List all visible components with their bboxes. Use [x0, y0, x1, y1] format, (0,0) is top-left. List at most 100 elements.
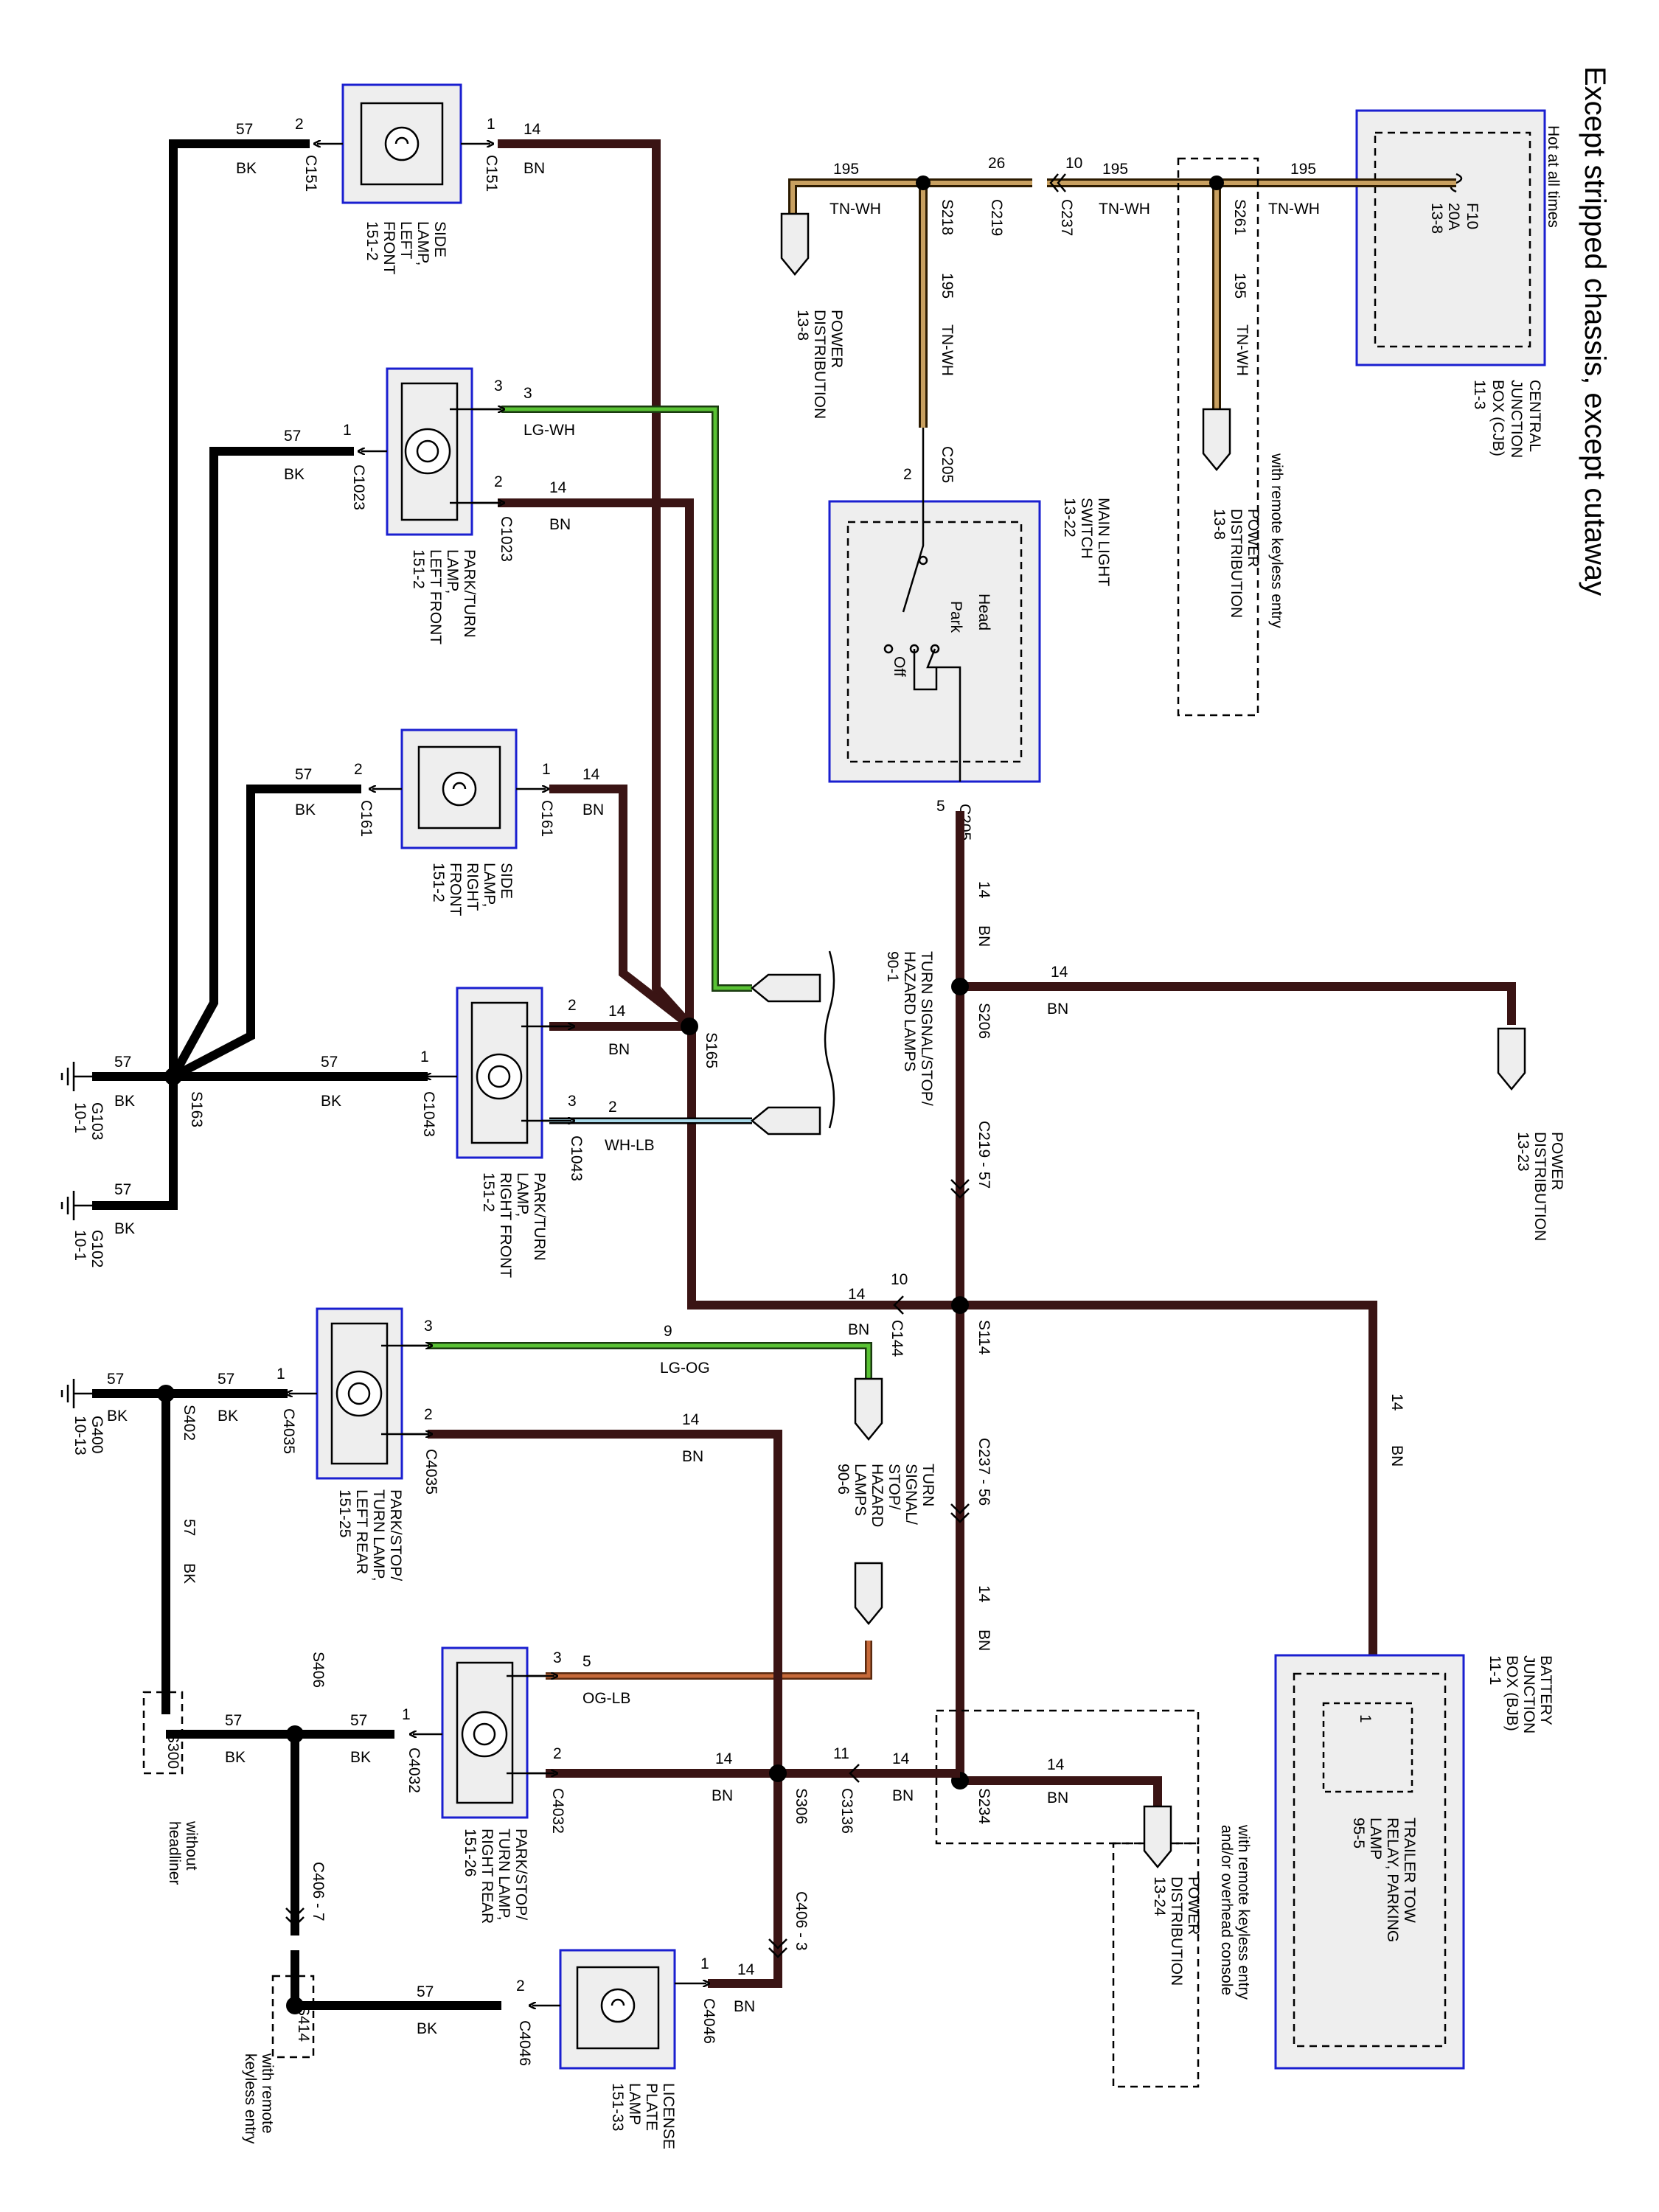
svg-text:3: 3 [568, 1093, 577, 1110]
svg-text:BK: BK [295, 801, 316, 818]
svg-text:57: 57 [295, 766, 312, 783]
svg-text:14: 14 [582, 766, 600, 783]
ground-icon [60, 1379, 92, 1408]
svg-text:5: 5 [582, 1653, 591, 1670]
svg-text:PARK/STOP/: PARK/STOP/ [387, 1489, 404, 1581]
svg-text:JUNCTION: JUNCTION [1520, 1655, 1537, 1733]
svg-text:14: 14 [975, 1585, 992, 1603]
splice-s406: S406 [310, 1652, 327, 1688]
svg-text:14: 14 [892, 1750, 910, 1767]
svg-text:HAZARD LAMPS: HAZARD LAMPS [901, 951, 918, 1071]
svg-text:with remote: with remote [259, 2053, 276, 2134]
svg-text:BK: BK [350, 1749, 371, 1766]
cjb-label-line4: 11-3 [1471, 380, 1488, 409]
connector-c1043: C1043 [568, 1135, 585, 1181]
svg-text:57: 57 [225, 1712, 242, 1729]
svg-text:14: 14 [1388, 1394, 1405, 1411]
svg-text:PARK/TURN: PARK/TURN [531, 1172, 548, 1261]
tn-wh-circuit-195: 195 TN-WH 195 TN-WH 195 TN-WH 10 26 C237… [788, 155, 1456, 428]
svg-text:57: 57 [417, 1983, 434, 2000]
connector-c3136: C3136 [838, 1788, 855, 1834]
fuse-rating: 20A [1445, 203, 1462, 230]
svg-text:BN: BN [582, 801, 604, 818]
svg-text:151-25: 151-25 [336, 1489, 353, 1537]
park-stop-turn-lamp-left-rear: 1 3 2 C4035 C4035 PARK/STOP/ TURN LAMP, … [276, 1307, 439, 1581]
wire-color: TN-WH [1234, 324, 1251, 376]
ground-g102: G102 [88, 1230, 105, 1267]
svg-text:3: 3 [524, 385, 532, 402]
svg-text:keyless entry: keyless entry [242, 2053, 259, 2144]
svg-text:SIDE: SIDE [498, 863, 515, 899]
lg-wh-circuit-3: 3 LG-WH [501, 385, 752, 992]
battery-junction-box: 1 TRAILER TOW RELAY, PARKING LAMP 95-5 B… [1274, 1654, 1554, 2070]
svg-text:LG-OG: LG-OG [660, 1360, 710, 1377]
svg-text:13-8: 13-8 [794, 310, 811, 341]
switch-off: Off [891, 656, 908, 677]
svg-text:TURN LAMP,: TURN LAMP, [495, 1829, 512, 1920]
svg-text:RIGHT: RIGHT [464, 863, 481, 911]
power-distribution-13-8-ref: POWER DISTRIBUTION 13-8 [780, 212, 845, 419]
svg-text:14: 14 [608, 1003, 626, 1020]
svg-text:OG-LB: OG-LB [582, 1690, 630, 1707]
svg-text:14: 14 [1047, 1756, 1065, 1773]
svg-text:DISTRIBUTION: DISTRIBUTION [1168, 1877, 1185, 1986]
svg-text:MAIN LIGHT: MAIN LIGHT [1095, 498, 1112, 586]
connector-c4032: C4032 [549, 1788, 566, 1834]
svg-text:LG-WH: LG-WH [524, 422, 575, 439]
wire-color: TN-WH [830, 201, 881, 218]
svg-text:2: 2 [295, 116, 304, 133]
connector-c219-57: C219 - 57 [975, 1121, 992, 1189]
connector-c237: C237 [1058, 199, 1075, 236]
front-bn-feeds: 14 BN 14 BN 14 BN 14 BN S165 14 BN 10 C1… [498, 121, 908, 1357]
svg-text:BK: BK [107, 1408, 128, 1425]
connector-c406-3: C406 - 3 [793, 1891, 810, 1951]
svg-text:57: 57 [218, 1371, 234, 1388]
svg-text:1: 1 [402, 1706, 411, 1723]
svg-text:14: 14 [682, 1411, 700, 1428]
svg-text:57: 57 [114, 1054, 131, 1071]
splice-s300: S300 [164, 1733, 181, 1769]
svg-text:LAMP,: LAMP, [444, 549, 461, 594]
rke-console-optional-box: with remote keyless entry and/or overhea… [935, 1709, 1252, 2088]
svg-text:BN: BN [524, 160, 545, 177]
svg-text:151-2: 151-2 [410, 549, 427, 589]
svg-text:TURN SIGNAL/STOP/: TURN SIGNAL/STOP/ [918, 951, 935, 1106]
svg-text:90-1: 90-1 [884, 951, 901, 982]
svg-text:1: 1 [343, 422, 352, 439]
fuse-f10: F10 [1464, 203, 1481, 229]
svg-text:LAMP,: LAMP, [514, 1172, 531, 1217]
splice-s234: S234 [975, 1788, 992, 1824]
svg-text:10-1: 10-1 [72, 1102, 88, 1133]
svg-text:BK: BK [321, 1093, 341, 1110]
svg-text:BK: BK [417, 2020, 437, 2037]
ground-g400: G400 [88, 1416, 105, 1453]
svg-text:headliner: headliner [166, 1821, 183, 1885]
turn-signal-90-6-ref: TURN SIGNAL/ STOP/ HAZARD LAMPS 90-6 [835, 1377, 936, 1625]
svg-text:LEFT REAR: LEFT REAR [353, 1489, 370, 1574]
svg-text:13-8: 13-8 [1211, 509, 1228, 540]
hot-at-all-times-label: Hot at all times [1545, 125, 1562, 228]
connector-c4032: C4032 [406, 1747, 422, 1793]
svg-text:BK: BK [225, 1749, 246, 1766]
connector-c1023: C1023 [498, 516, 515, 562]
connector-c161: C161 [538, 800, 555, 837]
pin-number: 10 [1065, 155, 1082, 172]
cjb-label-line2: JUNCTION [1508, 380, 1525, 458]
svg-text:11: 11 [833, 1745, 849, 1762]
connector-c161: C161 [358, 800, 375, 837]
svg-text:DISTRIBUTION: DISTRIBUTION [1531, 1132, 1548, 1241]
wh-lb-circuit-2: 2 WH-LB [549, 1099, 752, 1154]
power-distribution-13-23-ref: POWER DISTRIBUTION 13-23 [1497, 1027, 1565, 1241]
svg-text:3: 3 [494, 378, 503, 394]
wire-number: 195 [1290, 161, 1316, 178]
svg-text:LAMP,: LAMP, [481, 863, 498, 907]
svg-text:2: 2 [494, 473, 503, 490]
connector-c406-7: C406 - 7 [310, 1862, 327, 1921]
svg-text:BN: BN [734, 1998, 755, 2015]
connector-c144: C144 [888, 1320, 905, 1357]
svg-text:LEFT FRONT: LEFT FRONT [427, 549, 444, 644]
cjb-label-line3: BOX (CJB) [1489, 380, 1506, 456]
svg-text:BN: BN [712, 1787, 733, 1804]
svg-text:BK: BK [181, 1563, 198, 1584]
